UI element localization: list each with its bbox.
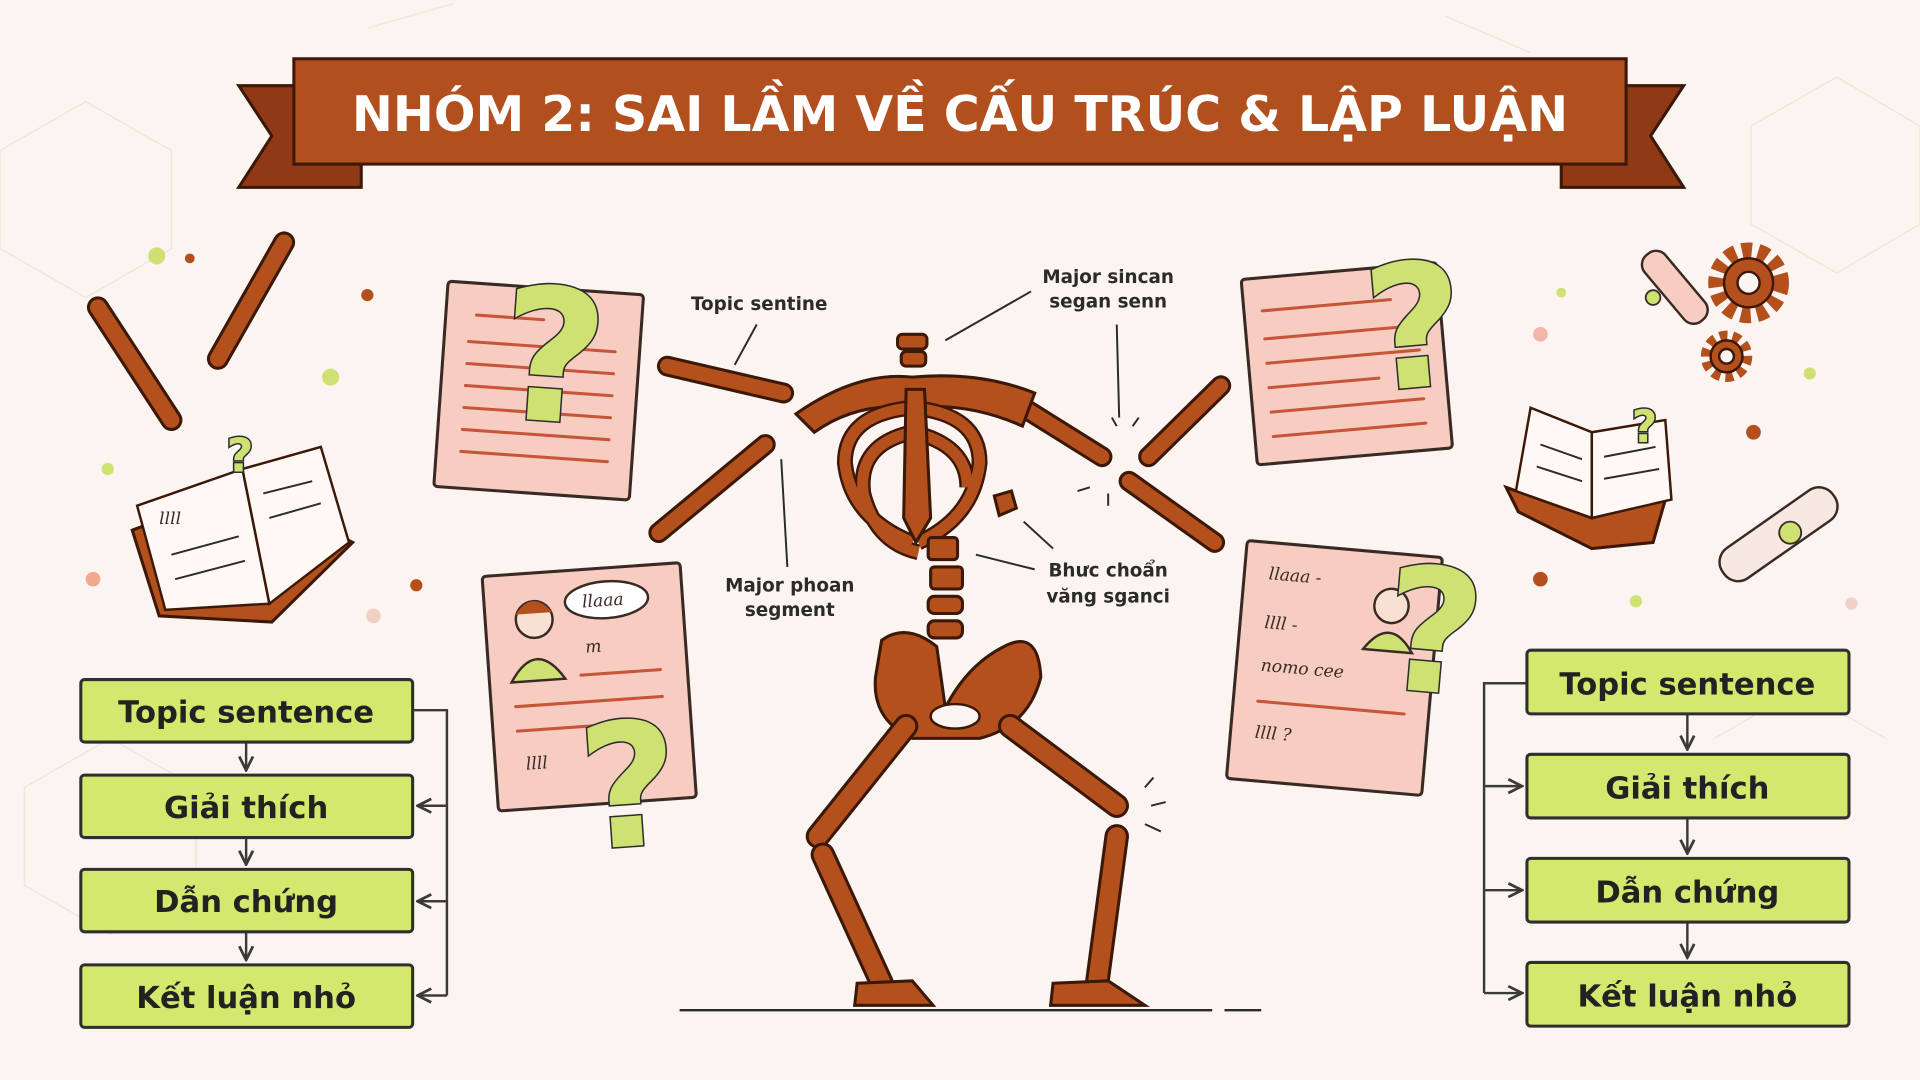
document-card-notes: llaaa - llll - nomo cee llll ? ? bbox=[1225, 528, 1493, 797]
right-flow-step-3: Dẫn chứng bbox=[1525, 856, 1851, 924]
question-mark-icon: ? bbox=[1357, 225, 1473, 432]
diploma-scroll-icon bbox=[1640, 249, 1839, 583]
svg-text:Dẫn chứng: Dẫn chứng bbox=[1595, 874, 1779, 910]
svg-text:llaaa: llaaa bbox=[581, 590, 624, 613]
svg-text:segment: segment bbox=[745, 600, 835, 621]
svg-text:Dẫn chứng: Dẫn chứng bbox=[154, 884, 338, 920]
question-mark-icon: ? bbox=[1375, 530, 1491, 737]
svg-text:Giải thích: Giải thích bbox=[164, 791, 328, 826]
left-flowchart: Topic sentence Giải thích Dẫn chứng Kết … bbox=[79, 678, 449, 1029]
right-flowchart: Topic sentence Giải thích Dẫn chứng Kết … bbox=[1482, 648, 1851, 1028]
right-flow-step-2: Giải thích bbox=[1525, 752, 1851, 820]
open-book-icon: ? bbox=[1503, 401, 1673, 551]
broken-skeleton-illustration bbox=[648, 332, 1262, 1012]
svg-text:Topic sentence: Topic sentence bbox=[1559, 667, 1815, 702]
svg-text:?: ? bbox=[227, 428, 254, 482]
left-flow-step-1: Topic sentence bbox=[79, 678, 415, 744]
right-flow-connectors bbox=[1482, 682, 1687, 993]
pen-icon bbox=[86, 231, 296, 432]
svg-text:llll ?: llll ? bbox=[1254, 723, 1293, 746]
document-card-person: llaaa m llll ? bbox=[480, 561, 698, 892]
title-banner: NHÓM 2: SAI LẦM VỀ CẤU TRÚC & LẬP LUẬN bbox=[235, 57, 1687, 189]
left-flow-step-4: Kết luận nhỏ bbox=[79, 963, 415, 1029]
svg-text:llll: llll bbox=[159, 509, 181, 529]
right-flow-step-1: Topic sentence bbox=[1525, 648, 1851, 716]
svg-text:Kết luận nhỏ: Kết luận nhỏ bbox=[136, 981, 356, 1016]
svg-text:Giải thích: Giải thích bbox=[1605, 771, 1769, 806]
right-flow-step-4: Kết luận nhỏ bbox=[1525, 960, 1851, 1028]
svg-text:llll: llll bbox=[525, 753, 548, 774]
callout-major-phoan: Major phoan segment bbox=[725, 459, 854, 621]
gear-icon bbox=[1700, 242, 1789, 383]
svg-text:Topic sentine: Topic sentine bbox=[691, 294, 827, 315]
open-book-icon: llll ? bbox=[130, 427, 356, 624]
page-title: NHÓM 2: SAI LẦM VỀ CẤU TRÚC & LẬP LUẬN bbox=[352, 78, 1568, 143]
svg-text:m: m bbox=[585, 637, 603, 658]
callout-topic-sentine: Topic sentine bbox=[691, 294, 827, 366]
svg-text:Kết luận nhỏ: Kết luận nhỏ bbox=[1577, 980, 1797, 1015]
svg-text:Topic sentence: Topic sentence bbox=[118, 695, 374, 730]
svg-text:Bhưc choẩn: Bhưc choẩn bbox=[1048, 560, 1167, 582]
callout-bhuc-choan: Bhưc choẩn văng sganci bbox=[975, 520, 1170, 607]
document-card-question: ? bbox=[1239, 224, 1475, 467]
question-mark-icon: ? bbox=[573, 685, 686, 890]
svg-text:văng sganci: văng sganci bbox=[1046, 586, 1170, 607]
svg-text:llll -: llll - bbox=[1264, 613, 1299, 636]
left-flow-connectors bbox=[246, 708, 449, 995]
question-mark-icon: ? bbox=[493, 248, 614, 468]
svg-text:Major phoan: Major phoan bbox=[725, 575, 854, 596]
background-pattern bbox=[0, 2, 1920, 936]
svg-text:Major sincan: Major sincan bbox=[1042, 267, 1174, 288]
svg-text:llaaa -: llaaa - bbox=[1268, 564, 1323, 589]
svg-text:segan senn: segan senn bbox=[1049, 291, 1167, 312]
svg-text:?: ? bbox=[1632, 402, 1658, 453]
document-card-question: ? bbox=[432, 247, 645, 502]
left-flow-step-3: Dẫn chứng bbox=[79, 867, 415, 934]
callout-major-sincan: Major sincan segan senn bbox=[944, 267, 1174, 418]
dots-decoration bbox=[85, 247, 1858, 624]
left-flow-step-2: Giải thích bbox=[79, 773, 415, 840]
